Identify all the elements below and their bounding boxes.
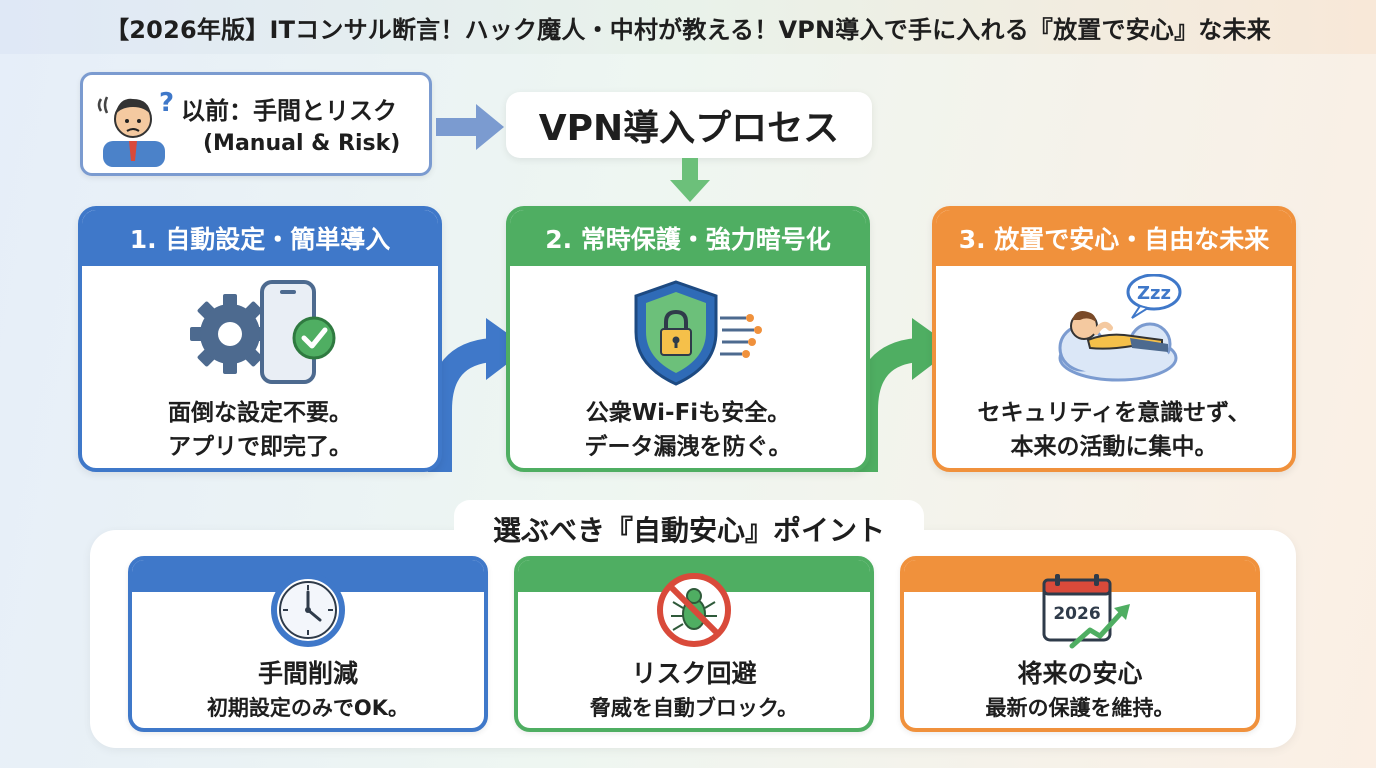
gear-phone-check-icon <box>190 280 336 384</box>
point-description: 初期設定のみでOK。 <box>206 696 410 720</box>
point-description: 脅威を自動ブロック。 <box>589 696 799 720</box>
point-card-future: 2026 将来の安心 最新の保護を維持。 <box>900 556 1260 732</box>
step-title: 3. 放置で安心・自由な未来 <box>936 210 1292 266</box>
no-bug-icon <box>657 573 731 647</box>
svg-text:?: ? <box>159 88 174 118</box>
point-title: 手間削減 <box>257 659 358 688</box>
before-box: ? 以前：手間とリスク (Manual & Risk) <box>80 72 432 176</box>
calendar-year: 2026 <box>1053 604 1100 624</box>
process-title: VPN導入プロセス <box>506 92 872 158</box>
worried-person-icon: ? <box>97 88 174 167</box>
page-title: 【2026年版】ITコンサル断言！ハック魔人・中村が教える！VPN導入で手に入れ… <box>0 0 1376 54</box>
step-card-future: 3. 放置で安心・自由な未来 Zzz セキュリティを意識せず、 本来の活動に集中… <box>932 206 1296 472</box>
step-description: セキュリティを意識せず、 本来の活動に集中。 <box>977 400 1251 460</box>
step-card-auto-setup: 1. 自動設定・簡単導入 面倒な設定不要。 アプリで即完了。 <box>78 206 442 472</box>
step-description: 公衆Wi-Fiも安全。 データ漏洩を防ぐ。 <box>584 400 792 460</box>
shield-lock-icon <box>634 280 762 386</box>
point-card-effort: 手間削減 初期設定のみでOK。 <box>128 556 488 732</box>
point-title: リスク回避 <box>631 659 757 688</box>
step-title: 2. 常時保護・強力暗号化 <box>510 210 866 266</box>
arrow-down-icon <box>670 158 710 202</box>
point-card-risk: リスク回避 脅威を自動ブロック。 <box>514 556 874 732</box>
before-subtitle: (Manual & Risk) <box>203 131 401 156</box>
arrow-right-icon <box>436 104 504 150</box>
relaxing-person-cloud-icon: Zzz <box>1058 274 1182 382</box>
points-title: 選ぶべき『自動安心』ポイント <box>454 500 924 558</box>
step-title: 1. 自動設定・簡単導入 <box>82 210 438 266</box>
step-description: 面倒な設定不要。 アプリで即完了。 <box>168 400 352 460</box>
zzz-text: Zzz <box>1137 283 1171 304</box>
clock-icon <box>271 573 345 647</box>
before-title: 以前：手間とリスク <box>181 97 397 125</box>
point-description: 最新の保護を維持。 <box>985 696 1175 720</box>
calendar-growth-icon: 2026 <box>1042 574 1130 649</box>
step-card-protection: 2. 常時保護・強力暗号化 公衆Wi-Fiも安全。 データ漏洩を防ぐ。 <box>506 206 870 472</box>
point-title: 将来の安心 <box>1017 659 1143 688</box>
